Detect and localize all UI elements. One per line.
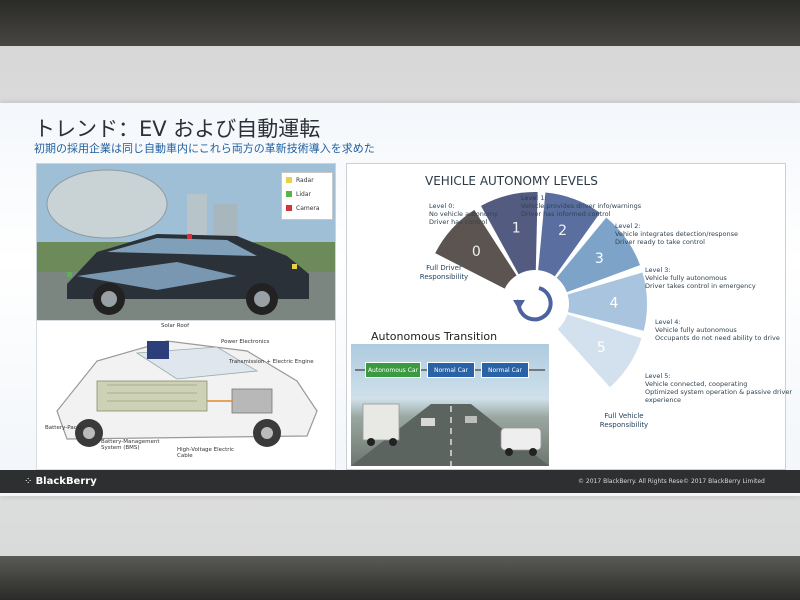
stadium-structure xyxy=(46,169,168,239)
level-0-description: Level 0: No vehicle autonomy Driver has … xyxy=(429,202,499,226)
cycle-arrow-icon xyxy=(516,286,553,322)
level-4-number: 4 xyxy=(610,295,619,311)
level-5-description: Level 5: Vehicle connected, cooperating … xyxy=(645,372,793,404)
lidar-marker xyxy=(67,272,72,277)
building xyxy=(187,194,207,239)
label-solar-roof: Solar Roof xyxy=(161,323,190,329)
label-transmission: Transmission + Electric Engine xyxy=(229,359,314,365)
solar-roof xyxy=(147,341,169,359)
sensor-legend: Radar Lidar Camera xyxy=(281,172,333,220)
wall-background xyxy=(0,0,800,50)
ev-components-diagram: Solar Roof Power Electronics Transmissio… xyxy=(36,320,336,470)
level-3-number: 3 xyxy=(595,251,604,267)
ev-cutaway-illustration xyxy=(56,340,318,447)
screen-bottom-edge xyxy=(0,556,800,600)
level-5-number: 5 xyxy=(597,340,606,356)
legend-item-lidar: Lidar xyxy=(282,187,332,201)
autonomy-levels-fan: 0 1 2 3 4 5 xyxy=(435,192,647,388)
footer-copyright: © 2017 BlackBerry. All Rights Rese© 2017… xyxy=(578,478,765,485)
level-1-description: Level 1: Vehicle provides driver info/wa… xyxy=(521,194,642,218)
legend-swatch xyxy=(286,191,292,197)
label-bms: Battery-Management System (BMS) xyxy=(101,439,160,451)
legend-item-radar: Radar xyxy=(282,173,332,187)
level-5-wedge xyxy=(557,314,642,388)
slide-title: トレンド：EV および自動運転 xyxy=(34,117,321,141)
autonomy-title: VEHICLE AUTONOMY LEVELS xyxy=(425,174,598,188)
autonomy-panel: VEHICLE AUTONOMY LEVELS 0 1 2 3 4 5 Level 0: … xyxy=(346,163,792,470)
highway-road xyxy=(351,404,549,466)
slide-subtitle: 初期の採用企業は同じ自動車内にこれら両方の革新技術導入を求めた xyxy=(34,142,375,155)
legend-swatch xyxy=(286,177,292,183)
legend-label: Camera xyxy=(296,204,320,212)
level-4-wedge xyxy=(567,272,647,331)
blackberry-icon: ⁘ xyxy=(24,476,36,487)
label-battery-packs: Battery-Packs xyxy=(45,425,83,431)
truck xyxy=(362,403,400,441)
level-0-number: 0 xyxy=(472,244,481,260)
full-vehicle-responsibility: Full Vehicle Responsibility xyxy=(599,412,649,429)
electric-engine xyxy=(231,388,273,414)
sign-normal-car-2: Normal Car xyxy=(481,362,529,378)
car xyxy=(500,427,542,451)
sign-autonomous-car: Autonomous Car xyxy=(365,362,421,378)
car-window xyxy=(107,238,257,256)
blackberry-logo: ⁘ BlackBerry xyxy=(24,476,97,487)
level-1-number: 1 xyxy=(512,220,521,236)
legend-label: Radar xyxy=(296,176,314,184)
level-3-description: Level 3: Vehicle fully autonomous Driver… xyxy=(645,266,756,290)
car-livery xyxy=(77,262,237,290)
camera-marker xyxy=(187,234,192,239)
highway-illustration xyxy=(351,369,549,466)
label-hv-cable: High-Voltage Electric Cable xyxy=(177,447,235,459)
slide-footer xyxy=(0,470,800,493)
label-power-electronics: Power Electronics xyxy=(221,339,270,345)
radar-marker xyxy=(292,264,297,269)
level-4-description: Level 4: Vehicle fully autonomous Occupa… xyxy=(655,318,780,342)
autonomous-transition-image: Autonomous Car Normal Car Normal Car xyxy=(351,344,549,466)
legend-swatch xyxy=(286,205,292,211)
building xyxy=(213,204,237,239)
legend-label: Lidar xyxy=(296,190,311,198)
level-3-wedge xyxy=(556,217,641,293)
sign-normal-car: Normal Car xyxy=(427,362,475,378)
level-2-description: Level 2: Vehicle integrates detection/re… xyxy=(615,222,738,246)
full-driver-responsibility: Full Driver Responsibility xyxy=(419,264,469,281)
level-0-wedge xyxy=(435,209,517,289)
distant-car xyxy=(421,418,435,426)
legend-item-camera: Camera xyxy=(282,201,332,215)
arrow-head-icon xyxy=(513,300,525,310)
transition-title: Autonomous Transition xyxy=(371,330,498,343)
level-2-wedge xyxy=(538,192,601,277)
battery-pack xyxy=(96,380,208,412)
level-1-wedge xyxy=(480,192,538,275)
distant-car xyxy=(465,416,477,423)
level-2-number: 2 xyxy=(558,223,567,239)
